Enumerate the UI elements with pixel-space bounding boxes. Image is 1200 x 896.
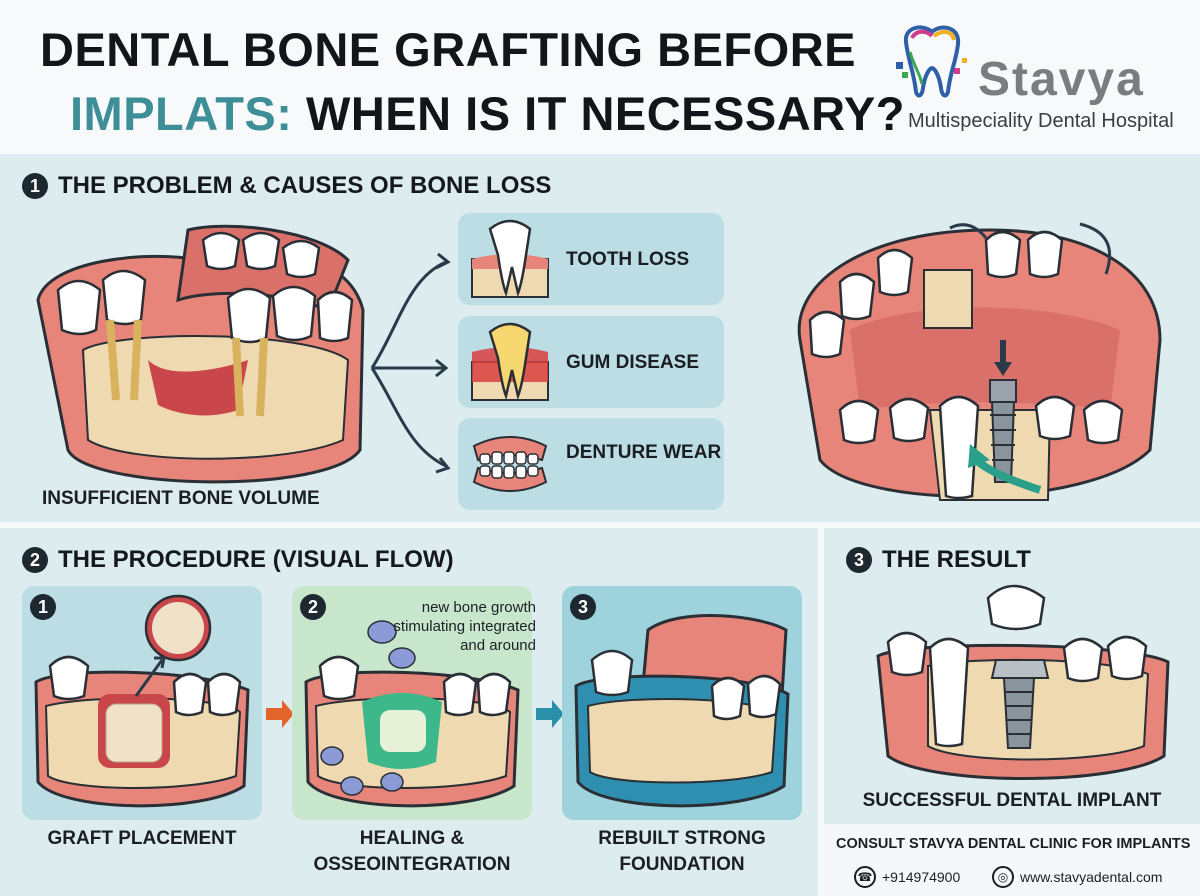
step-label: REBUILT STRONG FOUNDATION <box>598 828 766 875</box>
page-title-line1: DENTAL BONE GRAFTING BEFORE <box>40 23 856 76</box>
cause-card-denture-wear: DENTURE WEAR <box>458 418 724 510</box>
step-rebuilt-foundation: 3 <box>562 586 802 820</box>
section1-title: THE PROBLEM & CAUSES OF BONE LOSS <box>58 172 552 199</box>
step-number: 1 <box>30 594 56 620</box>
step-healing: 2 <box>292 586 532 820</box>
tooth-loss-icon <box>471 219 549 298</box>
section3-title: THE RESULT <box>882 546 1031 573</box>
title-rest: WHEN IS IT NECESSARY? <box>306 87 905 140</box>
page-title-line2: IMPLATS: WHEN IS IT NECESSARY? <box>70 86 905 141</box>
dental-implant-result-illustration <box>876 584 1170 780</box>
cause-label: DENTURE WEAR <box>566 442 722 463</box>
header: DENTAL BONE GRAFTING BEFORE IMPLATS: WHE… <box>0 0 1200 154</box>
healing-illustration <box>304 620 520 808</box>
globe-icon: ◎ <box>992 866 1014 888</box>
step-label: HEALING & OSSEOINTEGRATION <box>313 828 511 875</box>
section3-heading: 3 THE RESULT <box>846 546 1031 574</box>
procedure-section: 2 THE PROCEDURE (VISUAL FLOW) 1 2 <box>0 528 818 896</box>
step-label: GRAFT PLACEMENT <box>47 828 237 849</box>
result-section: 3 THE RESULT SUCCESSFUL DENTAL IMPLANT <box>824 528 1200 824</box>
denture-icon <box>472 436 548 492</box>
jaw-bone-loss-illustration <box>36 224 365 484</box>
phone-icon: ☎ <box>854 866 876 888</box>
result-label: SUCCESSFUL DENTAL IMPLANT <box>862 790 1162 811</box>
phone-number: +914974900 <box>882 869 961 885</box>
rebuilt-foundation-illustration <box>574 614 790 808</box>
section2-heading: 2 THE PROCEDURE (VISUAL FLOW) <box>22 546 454 574</box>
cause-label: TOOTH LOSS <box>566 249 690 270</box>
cause-label: GUM DISEASE <box>566 352 700 373</box>
insufficient-bone-label: INSUFFICIENT BONE VOLUME <box>42 488 320 509</box>
brand-name: Stavya <box>978 53 1145 106</box>
jaw-implant-illustration <box>797 222 1162 501</box>
cause-arrows <box>370 252 451 474</box>
implant-screw <box>989 379 1017 483</box>
section2-title: THE PROCEDURE (VISUAL FLOW) <box>58 546 454 573</box>
section3-number: 3 <box>846 547 872 573</box>
step-number: 3 <box>570 594 596 620</box>
flow-arrow-2 <box>536 700 564 728</box>
brand-subtitle: Multispeciality Dental Hospital <box>908 110 1174 132</box>
step-graft-placement: 1 <box>22 586 262 820</box>
cause-card-tooth-loss: TOOTH LOSS <box>458 213 724 305</box>
new-bone-growth-note: new bone growth stimulating integrated a… <box>393 599 536 654</box>
section1-number: 1 <box>22 173 48 199</box>
phone-contact[interactable]: ☎ +914974900 <box>854 866 960 888</box>
website-link[interactable]: ◎ www.stavyadental.com <box>992 866 1162 888</box>
title-accent: IMPLATS: <box>70 87 293 140</box>
brand-logo: Stavya Multispeciality Dental Hospital <box>888 18 1188 138</box>
tooth-logo-icon <box>896 25 967 98</box>
graft-placement-illustration <box>34 594 250 808</box>
problem-section: 1 THE PROBLEM & CAUSES OF BONE LOSS INSU… <box>0 154 1200 522</box>
cause-card-gum-disease: GUM DISEASE <box>458 316 724 408</box>
section2-number: 2 <box>22 547 48 573</box>
consult-box: CONSULT STAVYA DENTAL CLINIC FOR IMPLANT… <box>824 830 1200 896</box>
section1-heading: 1 THE PROBLEM & CAUSES OF BONE LOSS <box>22 172 551 200</box>
consult-title: CONSULT STAVYA DENTAL CLINIC FOR IMPLANT… <box>836 836 1191 852</box>
step-number: 2 <box>300 594 326 620</box>
gum-disease-icon <box>471 322 549 401</box>
flow-arrow-1 <box>266 700 294 728</box>
website-url: www.stavyadental.com <box>1020 869 1163 885</box>
